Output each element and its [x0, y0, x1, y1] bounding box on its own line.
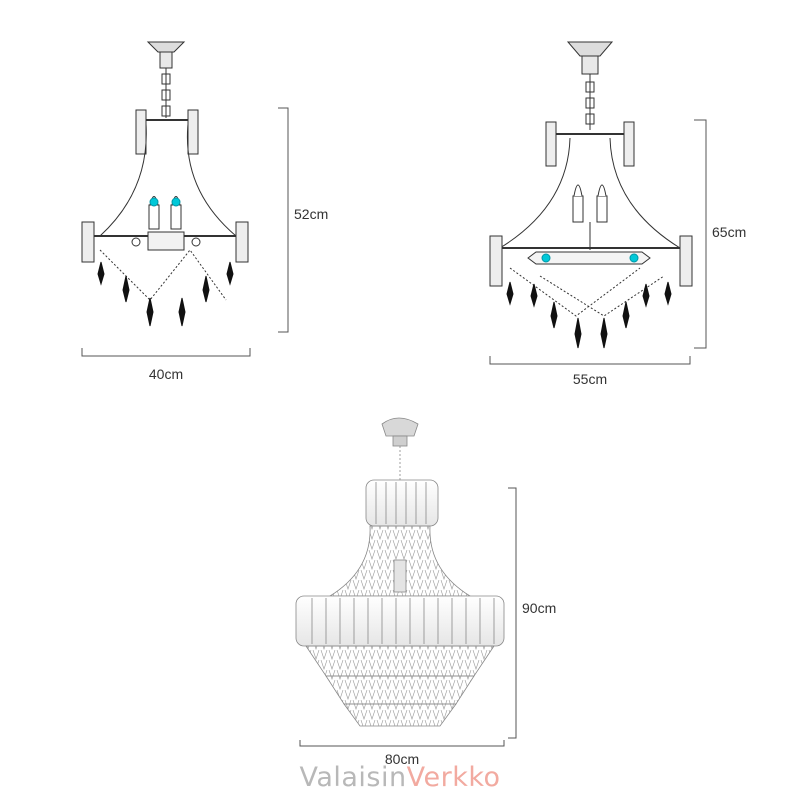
chandelier-large — [295, 417, 505, 727]
height-label-large: 90cm — [522, 600, 556, 616]
chandelier-medium — [489, 41, 693, 349]
width-label-small: 40cm — [149, 366, 183, 382]
dimension-lines-small — [81, 107, 289, 357]
chandelier-small — [81, 41, 249, 327]
crystal-drops — [97, 261, 234, 327]
width-label-large: 80cm — [385, 751, 419, 767]
dimension-lines-medium — [489, 119, 707, 365]
bulb-icon — [149, 197, 159, 207]
brand-part-1: Valaisin — [299, 762, 407, 793]
brand-logo: ValaisinVerkko — [0, 762, 800, 793]
dimension-lines-large — [299, 487, 517, 747]
crystal-drops — [506, 281, 672, 349]
bulb-icon — [629, 253, 639, 263]
height-label-small: 52cm — [294, 206, 328, 222]
width-label-medium: 55cm — [573, 371, 607, 387]
height-label-medium: 65cm — [712, 224, 746, 240]
bulb-icon — [541, 253, 551, 263]
bulb-icon — [171, 197, 181, 207]
brand-part-2: Verkko — [406, 762, 501, 793]
